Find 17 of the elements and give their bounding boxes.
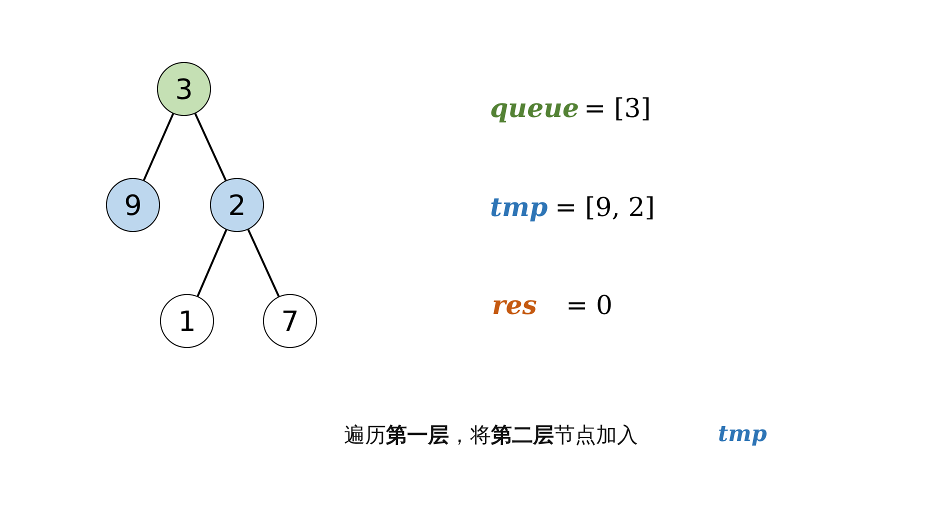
caption-text: 遍历第一层，将第二层节点加入 [344,422,638,449]
tree-edge [247,229,280,297]
tree-edge [194,113,227,181]
tree-node-circle: 1 [160,294,214,348]
tree-edge [196,229,228,297]
tree-node-circle: 2 [210,178,264,232]
tree-edge [142,113,174,181]
value-expression: = [9, 2] [555,193,655,223]
tree-node-circle: 7 [263,294,317,348]
tree-node-circle: 9 [106,178,160,232]
tree-node-circle: 3 [157,62,211,116]
value-expression: = [3] [584,94,651,124]
value-expression: = 0 [566,291,613,321]
variable-name: queue [490,94,580,124]
variable-name: tmp [490,193,548,223]
variable-name: tmp [718,421,767,447]
variable-name: res [492,291,537,321]
